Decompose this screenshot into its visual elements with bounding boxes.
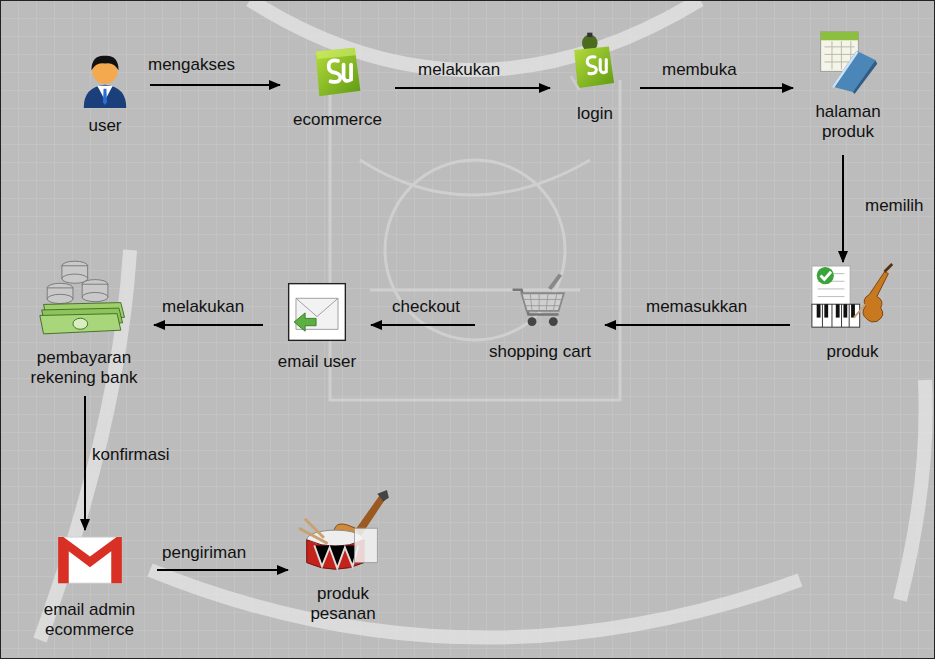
node-icon bbox=[295, 490, 391, 580]
node-icon bbox=[52, 530, 128, 596]
node-label: user bbox=[60, 116, 150, 136]
node-label: produk pesanan bbox=[288, 584, 398, 624]
edge-label: melakukan bbox=[418, 60, 500, 80]
icon-node: ecommerce bbox=[280, 42, 395, 135]
icon-node: produk pesanan bbox=[288, 490, 398, 648]
flow-arrow bbox=[640, 87, 793, 89]
node-icon bbox=[38, 256, 130, 344]
node-label: pembayaran rekening bank bbox=[14, 348, 154, 388]
icon-node: user bbox=[60, 50, 150, 135]
flow-arrow bbox=[395, 87, 550, 89]
edge-label: checkout bbox=[392, 297, 460, 317]
edge-label: mengakses bbox=[148, 55, 235, 75]
edge-label: membuka bbox=[662, 60, 737, 80]
node-label: shopping cart bbox=[475, 342, 605, 362]
edge-label: melakukan bbox=[162, 297, 244, 317]
icon-node: login bbox=[550, 30, 640, 135]
icon-node: pembayaran rekening bank bbox=[14, 256, 154, 396]
edge-label: pengiriman bbox=[162, 543, 246, 563]
flow-arrow bbox=[157, 569, 288, 571]
node-icon bbox=[76, 50, 134, 112]
node-icon bbox=[810, 262, 896, 338]
flow-arrow bbox=[605, 324, 790, 326]
icon-node: halaman produk bbox=[793, 28, 903, 155]
flow-arrow bbox=[150, 84, 280, 86]
node-icon bbox=[508, 272, 572, 338]
node-icon bbox=[813, 28, 883, 98]
node-icon bbox=[310, 42, 366, 106]
node-label: email admin ecommerce bbox=[22, 600, 157, 640]
flow-arrow bbox=[842, 155, 844, 262]
node-label: login bbox=[550, 104, 640, 124]
icon-node: email user bbox=[263, 280, 371, 380]
edge-label: memilih bbox=[865, 196, 924, 216]
flow-arrow bbox=[371, 324, 475, 326]
node-label: halaman produk bbox=[793, 102, 903, 142]
icon-node: email admin ecommerce bbox=[22, 530, 157, 648]
edge-label: konfirmasi bbox=[92, 445, 169, 465]
flow-arrow bbox=[154, 324, 263, 326]
icon-node: produk bbox=[790, 262, 915, 384]
icon-node: shopping cart bbox=[475, 272, 605, 378]
node-icon bbox=[569, 30, 621, 100]
flow-arrow bbox=[84, 396, 86, 530]
edge-label: memasukkan bbox=[646, 297, 747, 317]
node-label: email user bbox=[263, 352, 371, 372]
node-label: produk bbox=[790, 342, 915, 362]
node-label: ecommerce bbox=[280, 110, 395, 130]
node-icon bbox=[285, 280, 349, 348]
